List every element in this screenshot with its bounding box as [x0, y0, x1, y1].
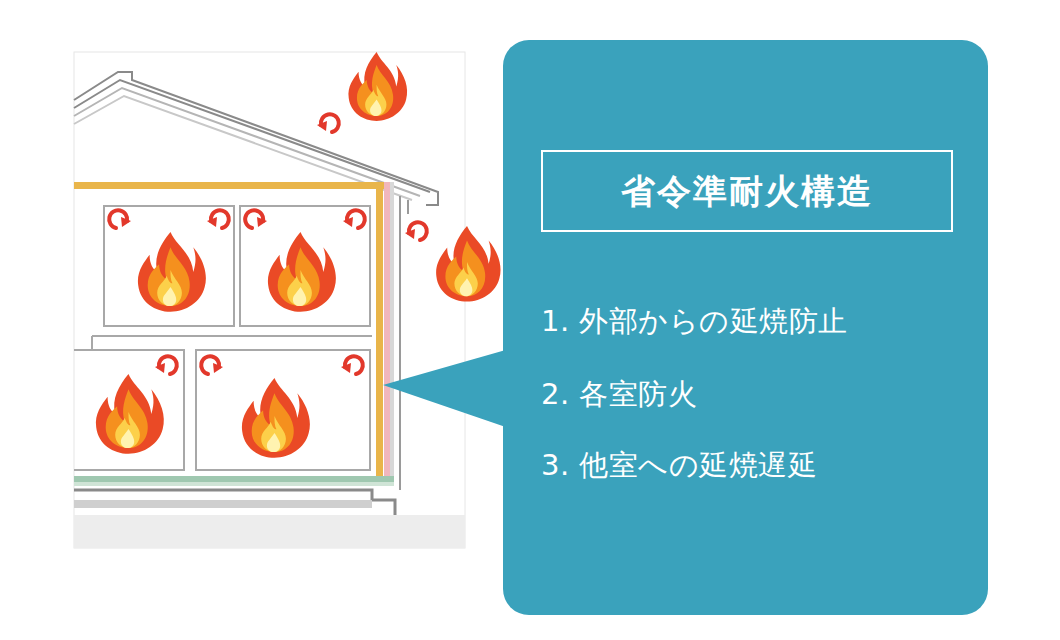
swirl-arrow	[245, 210, 267, 228]
swirl-arrow	[317, 114, 339, 132]
ceiling-board	[74, 182, 386, 189]
flame	[436, 226, 500, 302]
flame	[348, 52, 407, 121]
swirl-arrow	[341, 356, 363, 374]
rooms	[74, 206, 372, 470]
roof	[74, 72, 438, 490]
list-item: 1. 外部からの延焼防止	[541, 304, 848, 339]
ground	[74, 515, 465, 548]
swirl-arrow	[201, 356, 223, 374]
image-frame	[74, 52, 465, 548]
outer-wall	[390, 182, 394, 482]
list-item: 3. 他室への延焼遅延	[541, 448, 817, 483]
flame	[268, 232, 336, 312]
flame	[138, 232, 206, 312]
wall-insulation	[384, 182, 390, 482]
flame	[242, 378, 310, 458]
swirl-arrows	[109, 114, 427, 374]
swirl-arrow	[405, 222, 427, 240]
swirl-arrow	[343, 210, 365, 228]
wall-board	[376, 182, 383, 482]
callout-panel: 1. 外部からの延焼防止 2. 各室防火 3. 他室への延焼遅延 省令準耐火構造	[503, 40, 988, 615]
title-box: 省令準耐火構造	[541, 150, 953, 232]
swirl-arrow	[155, 356, 177, 374]
list-item: 2. 各室防火	[541, 377, 697, 412]
floor-board	[74, 476, 394, 482]
swirl-arrow	[109, 210, 131, 228]
flame	[96, 374, 164, 454]
floor-layer	[74, 482, 394, 486]
swirl-arrow	[207, 210, 229, 228]
callout-pointer	[383, 346, 520, 432]
walls-and-floors	[74, 182, 465, 548]
title-text: 省令準耐火構造	[621, 171, 873, 212]
foundation-slab	[74, 500, 372, 508]
